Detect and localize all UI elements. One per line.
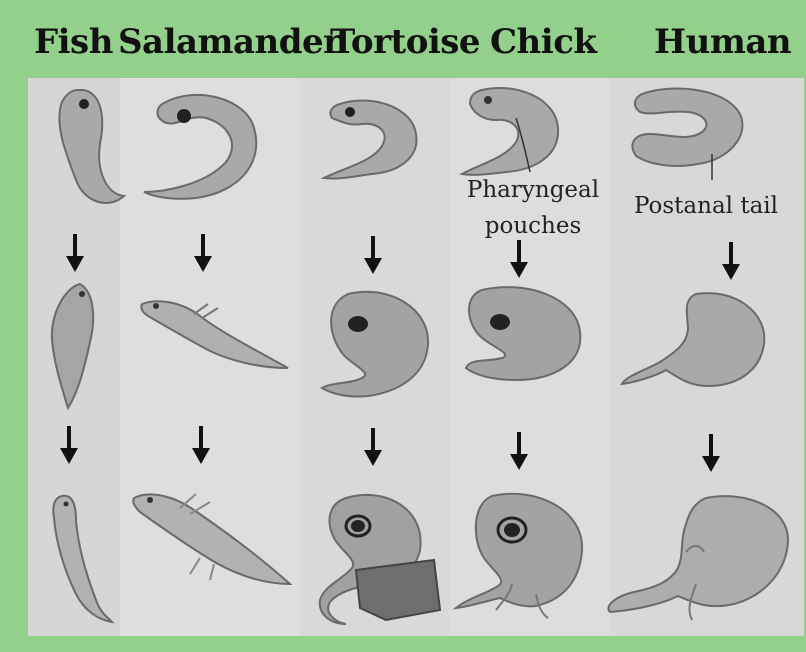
human-embryo-stage-3 (596, 492, 792, 628)
fish-embryo-stage-1 (48, 84, 118, 214)
arrow-down-icon (508, 240, 530, 280)
arrow-down-icon (190, 426, 212, 466)
label-pharyngeal-line2: pouches (458, 212, 608, 241)
chick-embryo-stage-2 (460, 284, 586, 384)
chick-embryo-stage-3 (452, 490, 596, 622)
label-pharyngeal-line1: Pharyngeal (458, 176, 608, 205)
column-headers: Fish Salamander Tortoise Chick Human (0, 0, 806, 78)
chick-embryo-stage-1 (460, 84, 570, 180)
tortoise-embryo-stage-3 (316, 490, 446, 628)
header-tortoise: Tortoise (330, 22, 480, 62)
header-fish: Fish (34, 22, 113, 62)
arrow-down-icon (58, 426, 80, 466)
arrow-down-icon (362, 428, 384, 468)
arrow-down-icon (508, 432, 530, 472)
arrow-down-icon (720, 242, 742, 282)
arrow-down-icon (64, 234, 86, 274)
header-salamander: Salamander (118, 22, 341, 62)
label-postanal-tail: Postanal tail (606, 192, 806, 221)
human-embryo-stage-1 (628, 84, 748, 180)
tortoise-embryo-stage-1 (320, 96, 430, 186)
embryo-panel: Pharyngeal pouches Postanal tail (28, 78, 804, 638)
salamander-embryo-stage-1 (136, 88, 276, 206)
arrow-down-icon (700, 434, 722, 474)
bottom-border (0, 636, 806, 652)
header-chick: Chick (490, 22, 596, 62)
salamander-embryo-stage-3 (130, 488, 300, 598)
fish-embryo-stage-3 (42, 490, 112, 626)
salamander-embryo-stage-2 (138, 296, 298, 386)
header-human: Human (654, 22, 791, 62)
human-embryo-stage-2 (616, 290, 776, 390)
fish-embryo-stage-2 (44, 278, 104, 412)
tortoise-embryo-stage-2 (318, 288, 438, 404)
arrow-down-icon (362, 236, 384, 276)
arrow-down-icon (192, 234, 214, 274)
